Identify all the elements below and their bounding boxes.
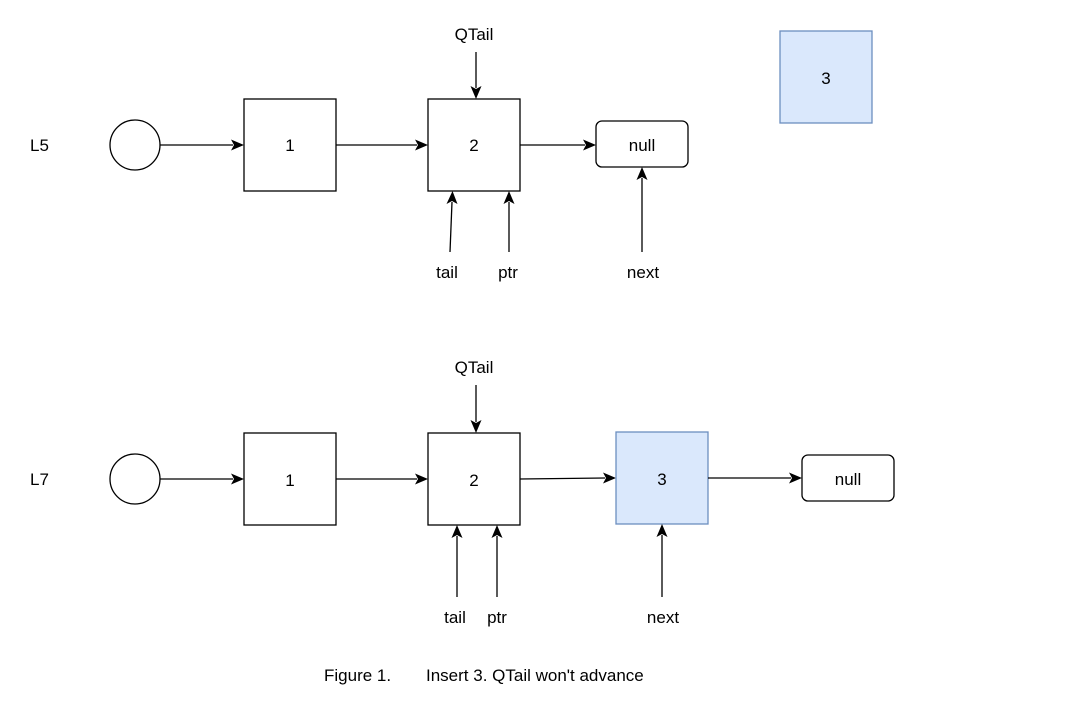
top-row-label: L5 — [30, 136, 49, 155]
bottom-arrowhead-3-to-null — [789, 472, 802, 484]
top-ptr-label: ptr — [498, 263, 518, 282]
top-arrowhead-1-to-2 — [415, 139, 428, 151]
bottom-edge-2-to-3 — [519, 477, 606, 480]
top-node-1 — [243, 98, 337, 192]
bottom-node-2-label: 2 — [469, 471, 478, 490]
top-tail-arrowhead — [446, 191, 458, 204]
bottom-next-arrowhead — [656, 524, 668, 537]
top-floating-node-3 — [779, 30, 873, 124]
top-node-2 — [427, 98, 521, 192]
caption-figure-number: Figure 1. — [324, 666, 391, 685]
top-floating-node-3-label: 3 — [821, 69, 830, 88]
top-next-label: next — [627, 263, 659, 282]
bottom-row-label: L7 — [30, 470, 49, 489]
top-head-circle — [109, 119, 161, 171]
bottom-arrowhead-2-to-3 — [603, 472, 616, 484]
top-row: L5 1 2 null 3 QTail tail p — [30, 25, 873, 282]
bottom-next-label: next — [647, 608, 679, 627]
bottom-null-label: null — [835, 470, 861, 489]
bottom-node-1-label: 1 — [285, 471, 294, 490]
top-qtail-label: QTail — [455, 25, 494, 44]
top-qtail-arrowhead — [470, 86, 482, 99]
top-null-label: null — [629, 136, 655, 155]
bottom-ptr-arrowhead — [491, 525, 503, 538]
bottom-arrowhead-head-to-1 — [231, 473, 244, 485]
bottom-tail-arrowhead — [451, 525, 463, 538]
top-node-1-label: 1 — [285, 136, 294, 155]
top-next-arrowhead — [636, 167, 648, 180]
bottom-node-1 — [243, 432, 337, 526]
top-node-2-label: 2 — [469, 136, 478, 155]
bottom-qtail-arrowhead — [470, 420, 482, 433]
top-arrowhead-head-to-1 — [231, 139, 244, 151]
top-tail-label: tail — [436, 263, 458, 282]
caption-text: Insert 3. QTail won't advance — [426, 666, 644, 685]
bottom-qtail-label: QTail — [455, 358, 494, 377]
top-tail-line — [449, 201, 453, 253]
figure-caption: Figure 1. Insert 3. QTail won't advance — [324, 666, 644, 685]
top-arrowhead-2-to-null — [583, 139, 596, 151]
bottom-node-3-label: 3 — [657, 470, 666, 489]
top-ptr-arrowhead — [503, 191, 515, 204]
bottom-ptr-label: ptr — [487, 608, 507, 627]
bottom-row: L7 1 2 3 null QTail tail — [30, 358, 895, 627]
bottom-null-node — [801, 454, 895, 502]
bottom-tail-label: tail — [444, 608, 466, 627]
bottom-head-circle — [109, 453, 161, 505]
bottom-arrowhead-1-to-2 — [415, 473, 428, 485]
